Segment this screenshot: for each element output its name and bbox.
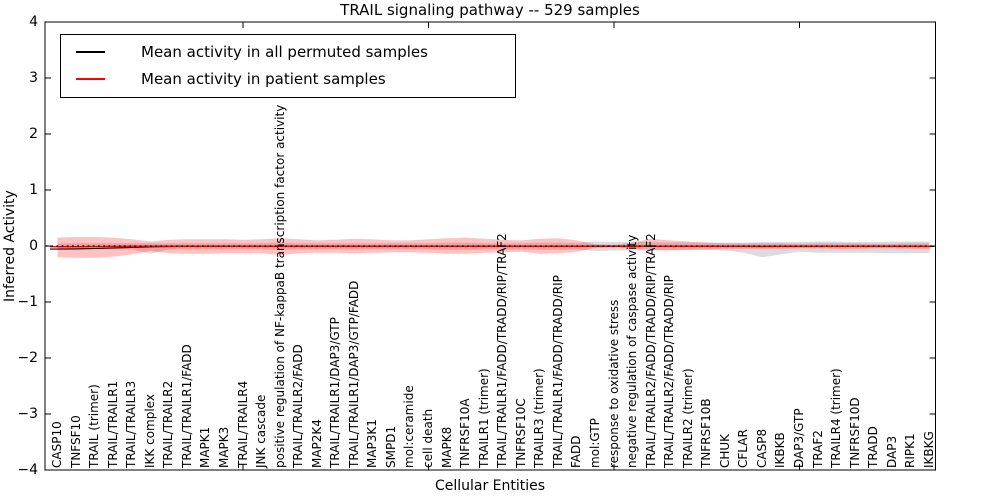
legend-label: Mean activity in patient samples: [141, 70, 386, 88]
x-category-label: IKBKB: [773, 432, 788, 468]
y-tick-label: −3: [17, 406, 38, 422]
x-category-label: TRAILR4 (trimer): [829, 368, 844, 468]
x-category-label: RIPK1: [903, 433, 918, 468]
legend-box: Mean activity in all permuted samples Me…: [60, 34, 516, 98]
patient-range-band: [57, 237, 930, 258]
red-line-swatch: [76, 78, 105, 80]
x-category-label: TNFRSF10B: [699, 398, 714, 468]
x-category-label: CFLAR: [736, 429, 751, 468]
y-tick-label: 1: [29, 182, 38, 198]
black-line-swatch: [76, 51, 105, 53]
x-category-label: TNFRSF10C: [513, 398, 528, 468]
x-category-label: TRAIL/TRAILR2/FADD/TRADD/RIP/TRAF2: [643, 233, 658, 468]
legend-label: Mean activity in all permuted samples: [141, 43, 428, 61]
x-category-label: DAP3/GTP: [792, 408, 806, 468]
chart-title: TRAIL signaling pathway -- 529 samples: [340, 1, 640, 19]
y-tick-label: −2: [17, 350, 38, 366]
y-tick-label: 2: [29, 126, 38, 142]
legend-entry-patient: Mean activity in patient samples: [61, 68, 386, 90]
x-category-label: TRAIL/TRAILR2/FADD/TRADD/RIP: [662, 275, 677, 468]
y-tick-label: 4: [29, 14, 38, 30]
x-category-label: TRAIL/TRAILR1/FADD/TRADD/RIP: [550, 275, 565, 468]
legend-entry-permuted: Mean activity in all permuted samples: [61, 41, 428, 63]
x-category-label: IKBKG: [921, 431, 936, 468]
x-category-label: TNFRSF10D: [847, 397, 862, 468]
x-category-label: CASP8: [754, 428, 769, 468]
y-tick-label: 3: [29, 70, 38, 86]
x-category-label: mol:GTP: [587, 418, 602, 468]
x-category-label: negative regulation of caspase activity: [625, 234, 640, 468]
x-category-label: TRAILR3 (trimer): [532, 368, 547, 468]
y-tick-label: −1: [17, 294, 38, 310]
x-category-label: FADD: [569, 435, 584, 469]
y-tick-label: 0: [29, 238, 38, 254]
x-category-label: TRAF2: [810, 430, 825, 468]
x-axis-label: Cellular Entities: [434, 478, 546, 494]
x-category-label: CHUK: [717, 433, 732, 468]
x-category-label: DAP3: [884, 435, 899, 468]
y-tick-label: −4: [17, 462, 38, 478]
x-category-label: TRADD: [866, 426, 881, 468]
x-category-label: response to oxidative stress: [606, 299, 621, 468]
x-category-label: TRAILR2 (trimer): [680, 368, 695, 468]
